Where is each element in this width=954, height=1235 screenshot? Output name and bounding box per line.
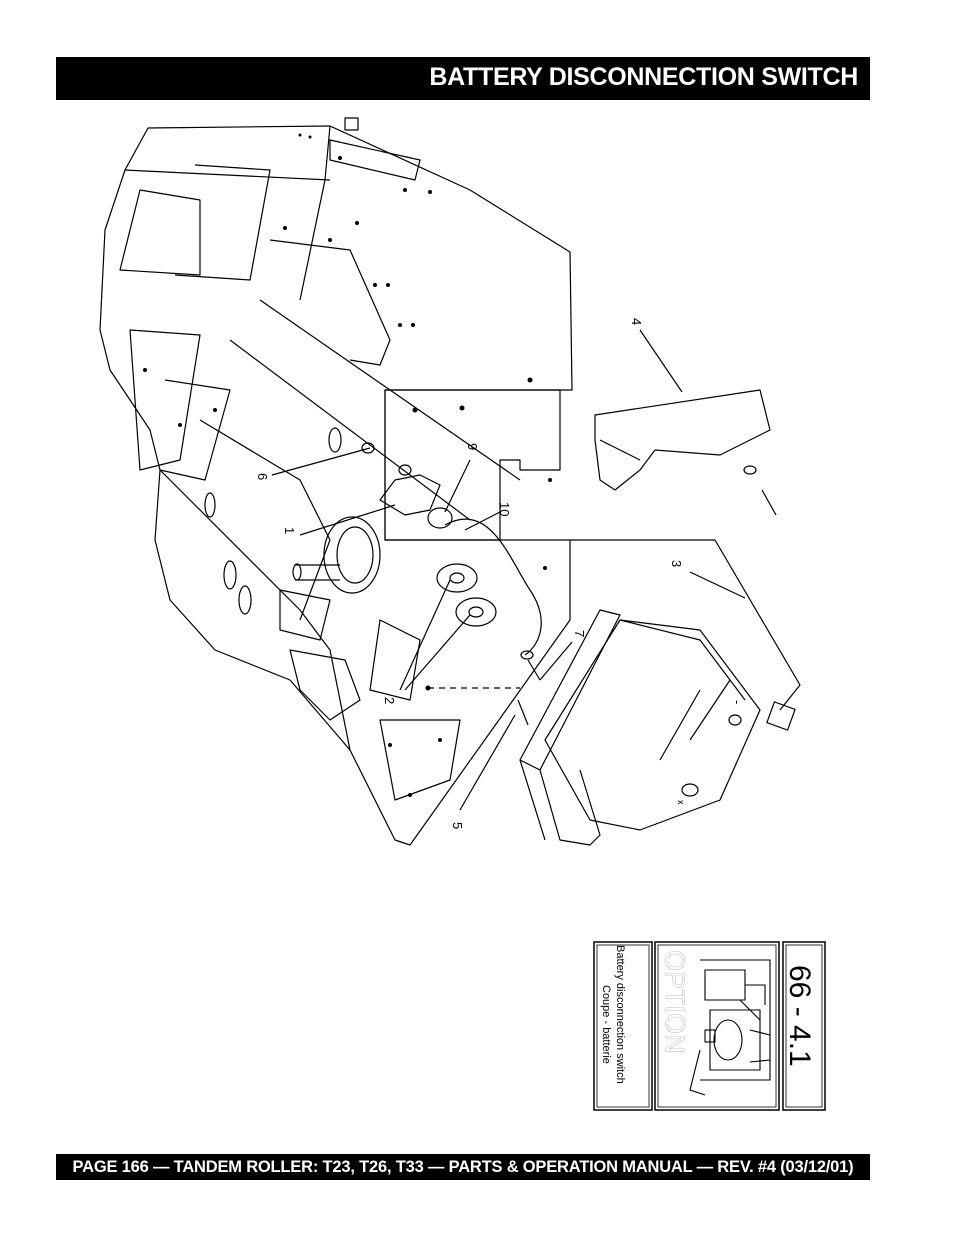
battery-positive-mark: x — [676, 800, 686, 805]
page-title-bar: BATTERY DISCONNECTION SWITCH — [56, 57, 870, 100]
page-title: BATTERY DISCONNECTION SWITCH — [429, 63, 858, 91]
card-option-label: OPTION — [660, 950, 690, 1054]
index-card — [593, 941, 826, 1111]
callout-10: 10 — [497, 502, 512, 516]
card-description-fr: Coupe - batterie — [600, 985, 612, 1064]
card-description-en: Battery disconnection switch — [614, 945, 626, 1084]
card-page-code: 66 - 4.1 — [783, 965, 816, 1067]
roller-machine-illustration — [689, 959, 771, 1096]
callout-4: 4 — [629, 318, 644, 325]
bracket-plate — [384, 389, 561, 541]
callout-7: 7 — [572, 630, 587, 637]
disconnect-switch — [379, 474, 441, 516]
bracket-4 — [594, 389, 771, 491]
page-footer: PAGE 166 — TANDEM ROLLER: T23, T26, T33 … — [72, 1158, 854, 1176]
callout-2: 2 — [382, 697, 397, 704]
callout-5: 5 — [450, 822, 465, 829]
callout-1: 1 — [282, 527, 297, 534]
callout-3: 3 — [669, 560, 684, 567]
callout-9: 9 — [465, 443, 480, 450]
page-footer-bar: PAGE 166 — TANDEM ROLLER: T23, T26, T33 … — [56, 1154, 870, 1180]
battery-negative-mark: - — [730, 700, 745, 704]
frame-outline — [99, 125, 573, 846]
callout-6: 6 — [255, 473, 270, 480]
battery-body — [544, 619, 761, 831]
battery-tray — [519, 609, 621, 771]
